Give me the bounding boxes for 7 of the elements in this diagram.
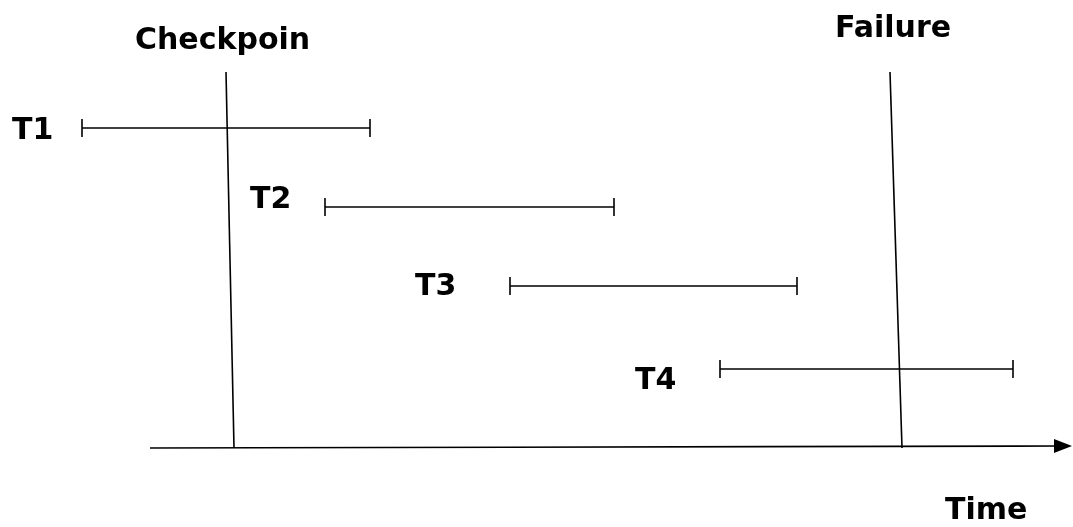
marker-label: Checkpoin bbox=[135, 22, 311, 56]
transaction-label: T4 bbox=[635, 362, 677, 396]
transaction-label: T2 bbox=[250, 181, 292, 215]
marker-label: Failure bbox=[835, 10, 952, 44]
transaction-label: T1 bbox=[12, 112, 54, 146]
axis-label: Time bbox=[945, 492, 1028, 526]
transaction-label: T3 bbox=[415, 268, 457, 302]
